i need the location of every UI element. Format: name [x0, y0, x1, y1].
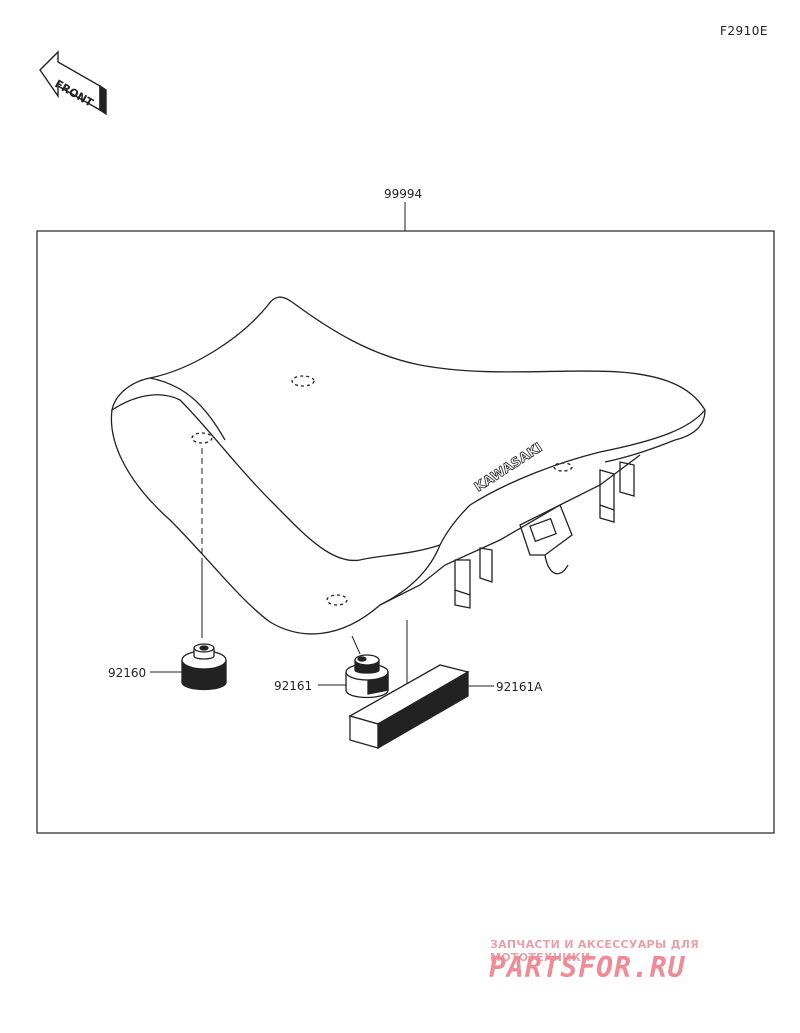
part-92161[interactable] — [345, 654, 389, 699]
part-92160[interactable] — [181, 643, 227, 691]
kit-part-number: 99994 — [384, 187, 422, 201]
seat-emboss: KAWASAKI — [472, 440, 545, 495]
part-label-92160: 92160 — [108, 666, 146, 680]
part-92161A[interactable] — [348, 664, 470, 750]
watermark-subtitle: ЗАПЧАСТИ И АКСЕССУАРЫ ДЛЯ МОТОТЕХНИКИ — [490, 938, 700, 964]
seat: KAWASAKI — [110, 296, 706, 635]
watermark-logo: PARTSFOR.RU — [489, 951, 686, 984]
kit-frame — [36, 230, 775, 834]
leader-92161-top — [351, 635, 361, 655]
part-label-92161A: 92161A — [496, 680, 543, 694]
part-label-92161: 92161 — [274, 679, 312, 693]
diagram-code: F2910E — [719, 24, 768, 38]
front-arrow-icon: FRONT — [39, 50, 107, 116]
